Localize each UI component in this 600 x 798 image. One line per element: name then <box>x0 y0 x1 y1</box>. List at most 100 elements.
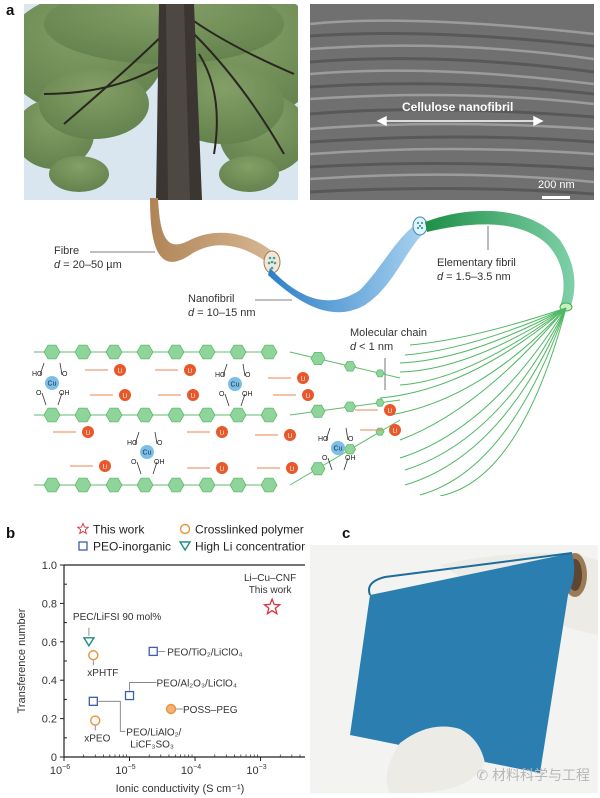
data-point: PEC/LiFSI 90 mol% <box>73 612 161 648</box>
bond <box>222 363 228 377</box>
square-marker <box>148 646 158 657</box>
legend-label: High Li concentration <box>195 540 305 554</box>
atom-label: HO <box>32 371 43 378</box>
li-ion-label: Li <box>393 429 398 435</box>
glucose-ring <box>105 344 123 360</box>
circle-marker <box>90 715 101 726</box>
legend-label: Crosslinked polymer <box>195 523 304 537</box>
cu-ion <box>45 376 59 390</box>
cu-label: Cu <box>334 446 343 453</box>
data-point: PEO/TiO₂/LiClO₄ <box>148 646 243 658</box>
point-label: POSS–PEG <box>183 705 238 716</box>
y-tick-label: 0 <box>51 752 57 764</box>
atom-label: OH <box>242 391 253 398</box>
glucose-ring <box>229 344 247 360</box>
bond <box>343 457 349 471</box>
atom-label: O <box>245 372 251 379</box>
star-marker <box>262 597 282 616</box>
atom-label: OH <box>59 390 70 397</box>
data-point: POSS–PEG <box>165 703 238 716</box>
atom-label: OH <box>345 455 356 462</box>
li-ion-label: Li <box>388 409 393 415</box>
glucose-ring <box>136 477 154 493</box>
atom-label: O <box>157 440 163 447</box>
li-ion <box>216 426 228 438</box>
point-label: PEO/LiAlO₂/ <box>126 727 181 738</box>
glucose-ring <box>344 401 356 412</box>
glucose-ring <box>136 407 154 423</box>
panel-label-a: a <box>6 2 15 19</box>
bond <box>57 392 63 406</box>
glucose-ring <box>43 344 61 360</box>
sem-label: Cellulose nanofibril <box>402 100 514 114</box>
cu-ion <box>140 445 154 459</box>
point-label: PEO/TiO₂/LiClO₄ <box>167 647 242 658</box>
li-ion <box>302 389 314 401</box>
glucose-ring <box>167 477 185 493</box>
bond <box>240 393 246 407</box>
bond <box>59 362 63 376</box>
point-label: PEO/Al₂O₃/LiClO₄ <box>157 679 237 690</box>
li-ion-label: Li <box>288 434 293 440</box>
li-ion <box>114 364 126 376</box>
li-ion <box>99 460 111 472</box>
glucose-ring <box>229 477 247 493</box>
fibre-tube <box>150 198 276 263</box>
chain-taper <box>289 419 401 486</box>
glucose-ring <box>198 407 216 423</box>
film-photo: ✆ 材料科学与工程 <box>310 545 598 793</box>
legend-label: This work <box>93 523 145 537</box>
cellulose-chains <box>34 344 401 493</box>
watermark: ✆ 材料科学与工程 <box>476 765 590 785</box>
data-point: xPHTF <box>87 650 118 679</box>
li-ion-label: Li <box>86 431 91 437</box>
scale-bar-label: 200 nm <box>538 179 575 191</box>
glucose-ring <box>310 351 326 366</box>
li-ion-label: Li <box>118 369 123 375</box>
li-ion <box>184 364 196 376</box>
point-label: PEC/LiFSI 90 mol% <box>73 612 161 623</box>
circle-marker <box>179 523 191 535</box>
nanofibril-tube <box>268 225 425 313</box>
label-leader <box>129 682 157 691</box>
tree-illustration <box>24 4 298 200</box>
cu-label: Cu <box>143 450 152 457</box>
chart-legend: This work Crosslinked polymerPEO-inorgani… <box>76 522 305 554</box>
glucose-ring <box>198 344 216 360</box>
bond <box>242 363 246 377</box>
li-ion-label: Li <box>188 369 193 375</box>
cu-ion <box>228 377 242 391</box>
atom-label: O <box>36 390 42 397</box>
cu-cnf-film-illustration <box>310 545 598 793</box>
atom-label: O <box>62 371 68 378</box>
bond <box>134 431 140 445</box>
li-ion <box>297 372 309 384</box>
glucose-ring <box>375 369 385 378</box>
bond <box>224 393 230 407</box>
transference-chart: This work Crosslinked polymerPEO-inorgani… <box>16 522 305 795</box>
circle-marker <box>88 650 99 661</box>
panel-label-b: b <box>6 525 16 542</box>
glucose-ring <box>43 477 61 493</box>
li-ion-label: Li <box>191 394 196 400</box>
legend-label: PEO-inorganic <box>93 540 171 554</box>
label-leader <box>98 700 126 732</box>
li-ion <box>286 462 298 474</box>
li-ion-label: Li <box>103 465 108 471</box>
bond <box>325 427 331 441</box>
glucose-ring <box>260 344 278 360</box>
li-ion <box>82 426 94 438</box>
panel-label-c: c <box>342 525 351 542</box>
square-marker <box>124 690 135 701</box>
triangle-marker <box>82 637 96 648</box>
li-ion-label: Li <box>301 377 306 383</box>
bond <box>152 461 158 475</box>
glucose-ring <box>260 477 278 493</box>
